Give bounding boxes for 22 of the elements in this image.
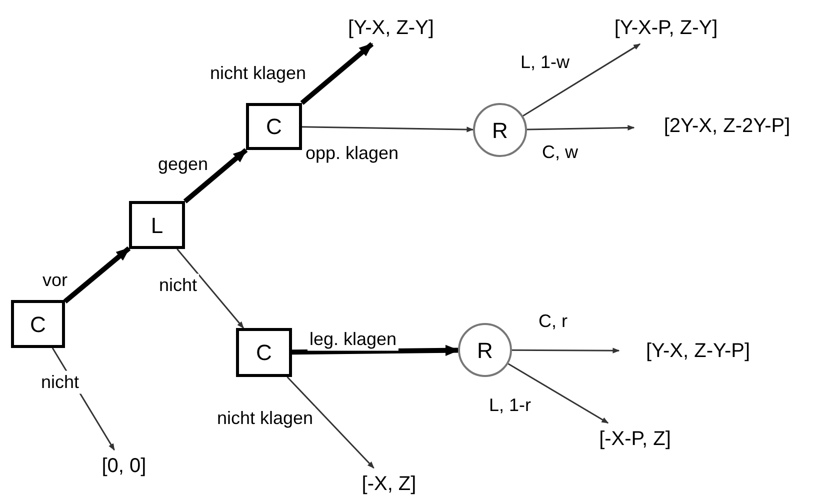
arrow: [183, 148, 248, 204]
payoff-label: [2Y-X, Z-2Y-P]: [636, 112, 818, 140]
arrow: [286, 376, 374, 469]
arrow: [292, 344, 460, 356]
payoff-label: [-X, Z]: [345, 470, 433, 498]
arrow: [302, 126, 474, 132]
decision-box: C: [236, 328, 292, 377]
arrow: [512, 348, 620, 354]
arrow: [63, 246, 131, 304]
payoff-label: [0, 0]: [91, 452, 157, 480]
payoff-label: [-X-P, Z]: [582, 425, 688, 453]
arrow: [526, 124, 635, 131]
payoff-label: [Y-X, Z-Y-P]: [621, 337, 775, 365]
arrow: [300, 42, 374, 105]
decision-box: C: [11, 300, 65, 348]
arrow: [508, 363, 609, 424]
arrow: [176, 248, 244, 329]
payoff-label: [Y-X-P, Z-Y]: [590, 14, 742, 42]
payoff-label: [Y-X, Z-Y]: [328, 14, 454, 42]
decision-box: C: [246, 103, 302, 150]
decision-box: L: [129, 201, 185, 249]
arrow: [522, 43, 641, 116]
